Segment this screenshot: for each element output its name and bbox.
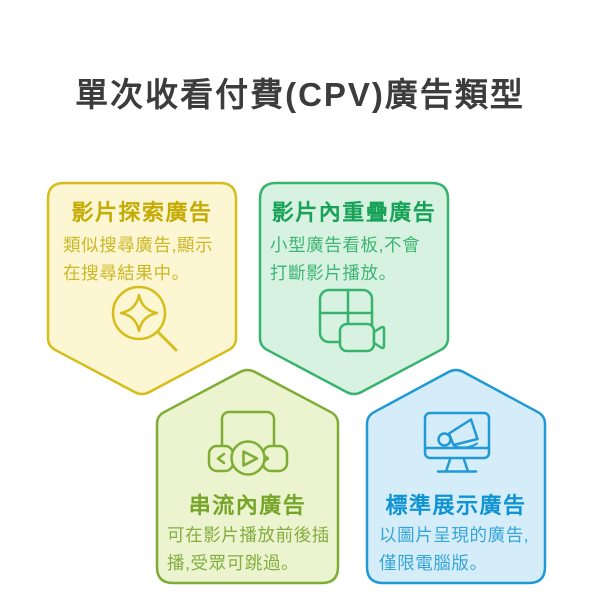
page-title: 單次收看付費(CPV)廣告類型	[75, 76, 525, 113]
stream-player-icon	[207, 410, 289, 476]
body-line: 打斷影片播放。	[270, 263, 397, 283]
card-video-discovery-shape	[46, 181, 238, 396]
body-line: 僅限電腦版。	[379, 553, 488, 573]
search-sparkle-icon	[111, 285, 178, 352]
body-line: 在搜尋結果中。	[63, 263, 190, 283]
card-body-in-video-overlay: 小型廣告看板,不會 打斷影片播放。	[270, 231, 420, 287]
display-monitor-megaphone-icon	[423, 411, 491, 473]
overlay-video-icon	[318, 288, 386, 353]
body-line: 小型廣告看板,不會	[270, 235, 421, 255]
body-line: 以圖片呈現的廣告,	[379, 525, 530, 545]
card-title-video-discovery: 影片探索廣告	[71, 200, 213, 225]
body-line: 播,受眾可跳過。	[167, 553, 300, 573]
body-line: 類似搜尋廣告,顯示	[63, 235, 214, 255]
card-body-video-discovery: 類似搜尋廣告,顯示 在搜尋結果中。	[63, 231, 213, 287]
card-body-in-stream: 可在影片播放前後插 播,受眾可跳過。	[167, 521, 330, 577]
card-in-stream-shape	[155, 368, 340, 585]
card-in-video-overlay-shape	[258, 181, 450, 396]
card-body-standard-display: 以圖片呈現的廣告, 僅限電腦版。	[379, 521, 529, 577]
body-line: 可在影片播放前後插	[167, 525, 330, 545]
card-standard-display-shape	[365, 368, 547, 585]
card-title-in-video-overlay: 影片內重疊廣告	[271, 200, 437, 225]
card-title-in-stream: 串流內廣告	[188, 493, 307, 518]
card-title-standard-display: 標準展示廣告	[385, 493, 527, 518]
